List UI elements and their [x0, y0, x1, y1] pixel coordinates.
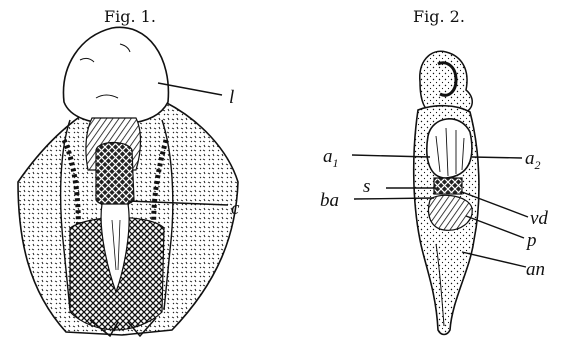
- label-ba: ba: [320, 190, 339, 211]
- label-a1: a1: [323, 146, 339, 170]
- label-c: c: [231, 198, 240, 219]
- fig2-band: [434, 178, 462, 194]
- fig2-bulb: [429, 195, 473, 230]
- label-p: p: [525, 230, 537, 251]
- label-a2: a2: [525, 148, 541, 172]
- label-vd: vd: [530, 208, 548, 229]
- fig2-cavity: [427, 119, 472, 178]
- fig1-lobe: [63, 27, 168, 124]
- leader-ba: [354, 198, 434, 199]
- leader-an: [462, 252, 526, 267]
- label-an: an: [526, 259, 545, 280]
- fig2-specimen: [414, 51, 479, 334]
- fig2-title: Fig. 2.: [413, 7, 465, 26]
- label-s: s: [363, 176, 370, 197]
- leader-a2: [472, 157, 522, 158]
- fig1-central-body: [96, 143, 134, 207]
- label-l: l: [229, 87, 234, 108]
- fig1-title: Fig. 1.: [104, 7, 156, 26]
- fig1-specimen: [18, 27, 238, 336]
